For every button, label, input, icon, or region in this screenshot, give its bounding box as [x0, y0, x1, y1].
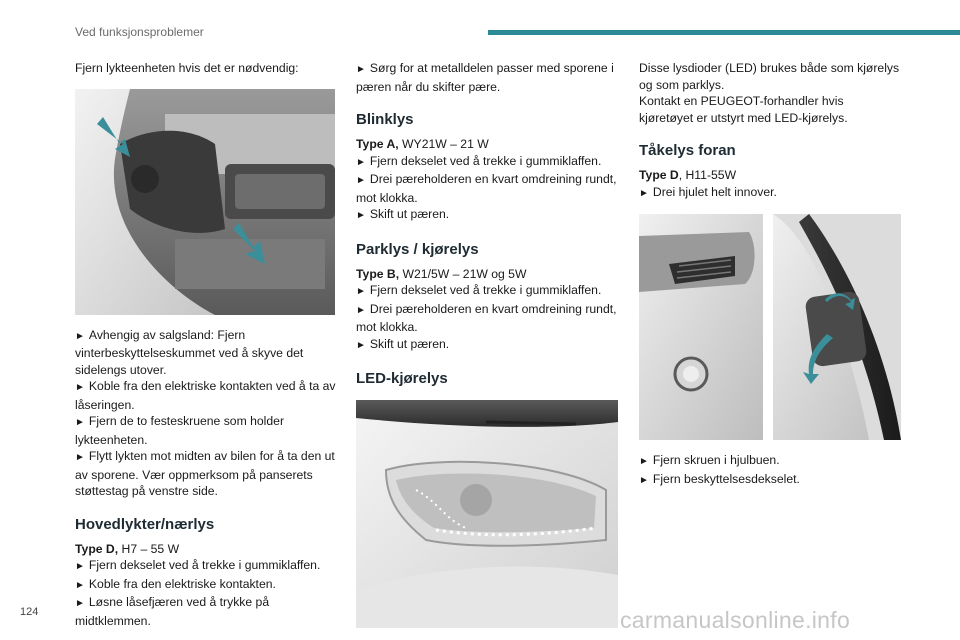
step-item: ►Drei hjulet helt innover. — [639, 184, 777, 199]
watermark: carmanualsonline.info — [620, 607, 851, 633]
step-marker-icon: ► — [75, 417, 85, 428]
step-item: ►Koble fra den elektriske kontakten ved … — [75, 379, 336, 412]
step-item: ►Koble fra den elektriske kontakten. — [75, 576, 276, 591]
step-marker-icon: ► — [75, 598, 85, 609]
engine-bay-figure — [75, 88, 335, 315]
section-heading-hovedlykter: Hovedlykter/nærlys — [75, 515, 215, 533]
step-item: ►Fjern dekselet ved å trekke i gummiklaf… — [356, 283, 602, 297]
column-right: Disse lysdioder (LED) brukes både som kj… — [639, 60, 901, 489]
section-heading-takelys: Tåkelys foran — [639, 142, 736, 159]
bulb-type-line: Type A, WY21W – 21 W — [356, 137, 489, 151]
header-accent-bar — [488, 30, 960, 35]
step-item: ►Fjern dekselet ved å trekke i gummiklaf… — [75, 558, 321, 572]
step-item: ►Drei pæreholderen en kvart omdreining r… — [356, 301, 617, 335]
led-dealer-text: Kontakt en PEUGEOT-forhandler hvis kjøre… — [639, 94, 848, 125]
bulb-type-line: Type D, H7 – 55 W — [75, 541, 180, 556]
bulb-type-line: Type B, W21/5W – 21W og 5W — [356, 266, 527, 281]
front-fog-light-figure — [639, 214, 901, 440]
section-heading-parklys: Parklys / kjørelys — [356, 240, 479, 258]
step-marker-icon: ► — [75, 561, 85, 572]
step-marker-icon: ► — [356, 175, 366, 186]
step-item: ►Skift ut pæren. — [356, 207, 450, 221]
step-item: ►Drei pæreholderen en kvart omdreining r… — [356, 172, 617, 205]
intro-text: Fjern lykteenheten hvis det er nødvendig… — [75, 61, 299, 75]
arrow-icon — [825, 293, 855, 310]
column-left: Fjern lykteenheten hvis det er nødvendig… — [75, 60, 337, 629]
step-item: ►Fjern de to festeskruene som holder lyk… — [75, 414, 285, 447]
step-marker-icon: ► — [75, 452, 85, 463]
step-item: ►Flytt lykten mot midten av bilen for å … — [75, 449, 335, 498]
step-marker-icon: ► — [356, 339, 366, 351]
step-marker-icon: ► — [75, 330, 85, 342]
step-marker-icon: ► — [75, 579, 85, 591]
step-marker-icon: ► — [356, 210, 366, 221]
step-marker-icon: ► — [356, 286, 366, 297]
led-info-text: Disse lysdioder (LED) brukes både som kj… — [639, 61, 900, 92]
page-number: 124 — [20, 606, 39, 618]
header-title: Ved funksjonsproblemer — [75, 25, 204, 39]
arrow-icon — [97, 116, 130, 157]
step-item: ►Løsne låsefjæren ved å trykke på midtkl… — [75, 595, 270, 628]
arrow-icon — [803, 334, 833, 384]
step-marker-icon: ► — [356, 156, 366, 168]
section-heading-blinklys: Blinklys — [356, 111, 414, 128]
step-item: ►Fjern skruen i hjulbuen. — [639, 453, 780, 467]
step-item: ►Sørg for at metalldelen passer med spor… — [356, 61, 614, 94]
step-marker-icon: ► — [639, 187, 649, 199]
arrow-icon — [233, 222, 265, 264]
column-middle: ►Sørg for at metalldelen passer med spor… — [356, 60, 618, 640]
step-item: ►Fjern beskyttelsesdekselet. — [639, 471, 800, 486]
step-marker-icon: ► — [356, 304, 366, 316]
section-heading-led: LED-kjørelys — [356, 370, 448, 387]
step-marker-icon: ► — [639, 456, 649, 467]
step-item: ►Skift ut pæren. — [356, 336, 450, 351]
step-item: ►Avhengig av salgsland: Fjern vinterbesk… — [75, 327, 304, 377]
step-marker-icon: ► — [639, 474, 649, 486]
led-daytime-light-figure — [356, 400, 618, 628]
step-item: ►Fjern dekselet ved å trekke i gummiklaf… — [356, 153, 602, 168]
step-marker-icon: ► — [75, 382, 85, 393]
step-marker-icon: ► — [356, 64, 366, 75]
bulb-type-line: Type D, H11-55W — [639, 168, 737, 182]
